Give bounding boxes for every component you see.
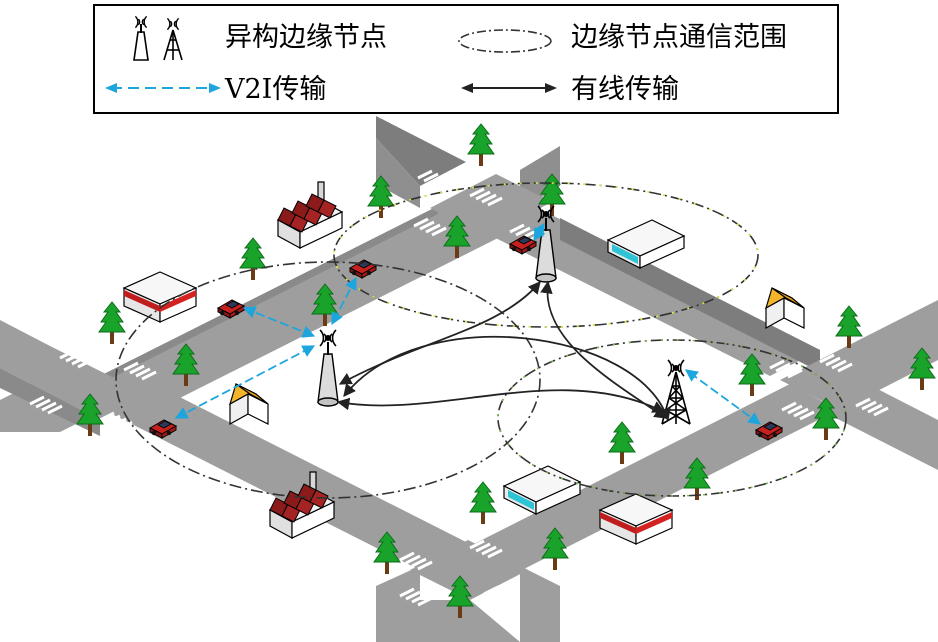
road-se	[470, 384, 838, 572]
wired-links	[336, 280, 671, 422]
edge-node-left	[317, 329, 339, 407]
legend-label-edge-node: 异构边缘节点	[225, 22, 387, 53]
house-icon	[229, 383, 269, 425]
wired-link-left-right-low	[343, 335, 671, 422]
cylinder-tower-icon	[317, 341, 339, 407]
dash-dot-ellipse-icon	[458, 29, 552, 53]
road-sw	[100, 382, 470, 570]
road-network	[0, 116, 938, 642]
wired-link-left-top	[338, 281, 541, 385]
tree-icon	[98, 301, 126, 345]
v2i-link-car2	[331, 276, 357, 326]
legend-label-range: 边缘节点通信范围	[571, 22, 787, 53]
legend-label-wired: 有线传输	[571, 74, 679, 105]
heterogeneous-edge-node-icon	[133, 15, 183, 61]
blue-dashed-double-arrow-icon	[105, 83, 221, 93]
factory-icon	[277, 181, 343, 249]
legend-label-v2i: V2I传输	[225, 74, 327, 105]
tree-icon	[608, 421, 636, 465]
v2i-link-car5	[684, 369, 762, 425]
black-double-arrow-icon	[461, 83, 557, 93]
v2i-links	[174, 222, 762, 425]
house-icon	[765, 287, 805, 329]
tree-icon	[469, 481, 497, 525]
tree-icon	[239, 237, 267, 281]
shop-icon	[123, 271, 197, 323]
v2i-link-car4	[532, 222, 546, 242]
tree-icon	[467, 123, 495, 167]
wired-link-left-right	[336, 389, 666, 413]
legend-box: 异构边缘节点 边缘节点通信范围 V2I传输 有线传输	[93, 4, 839, 114]
